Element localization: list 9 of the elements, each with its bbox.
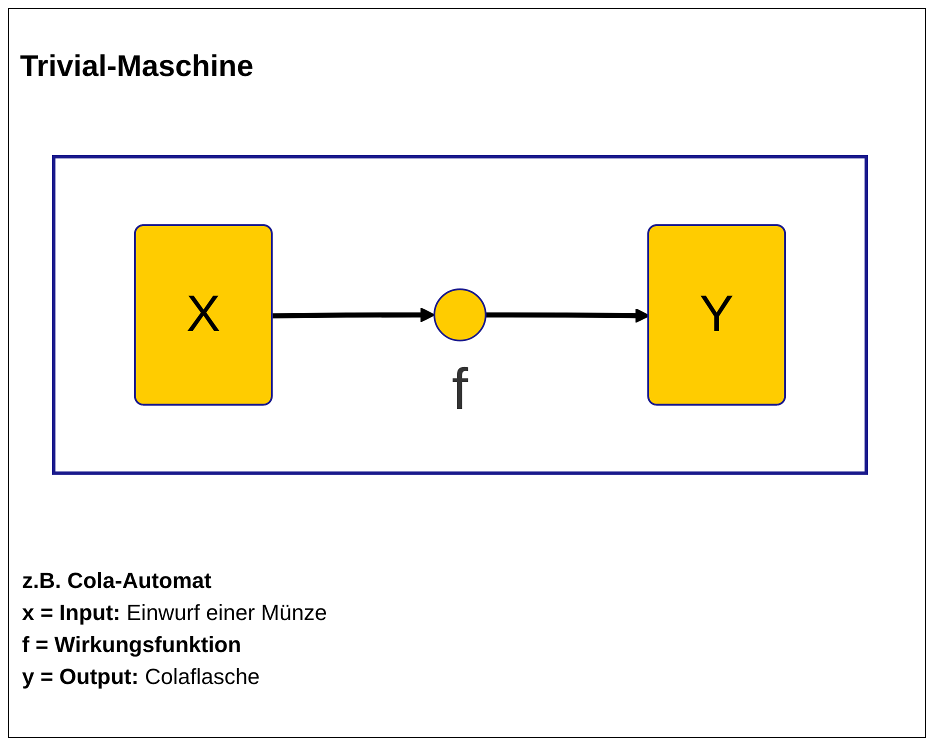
diagram-title: Trivial-Maschine: [20, 50, 254, 84]
function-label: f: [452, 357, 468, 422]
note-text: f = Wirkungsfunktion: [22, 631, 242, 659]
note-text: z.B. Cola-Automat: [22, 567, 212, 595]
note-text: x = Input: Einwurf einer Münze: [22, 599, 328, 627]
arrow: [272, 307, 436, 323]
note-text: y = Output: Colaflasche: [22, 663, 261, 691]
node-circle: [433, 288, 487, 342]
cluster: [52, 155, 868, 475]
